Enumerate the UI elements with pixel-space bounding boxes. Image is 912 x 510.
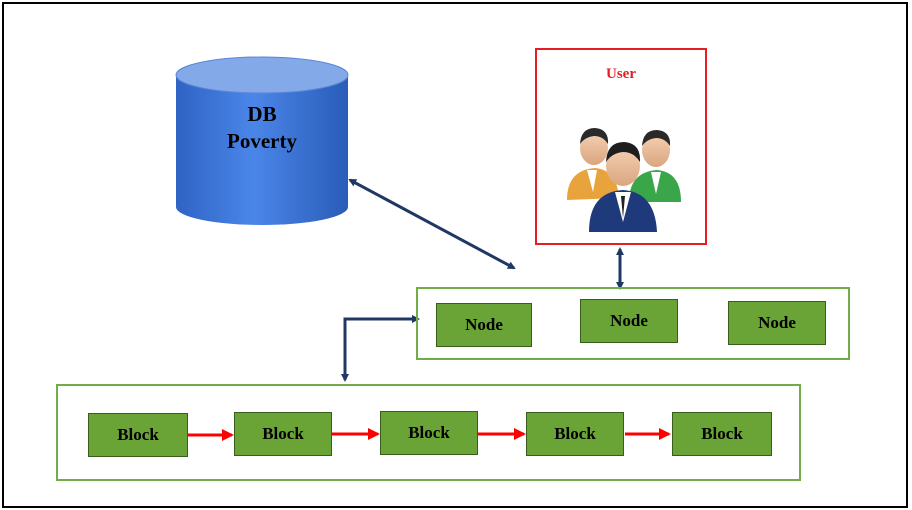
node-label: Node (758, 313, 796, 332)
db-network-connector (348, 178, 516, 270)
node-box-1: Node (436, 303, 532, 347)
block-label: Block (117, 425, 159, 444)
block-label: Block (262, 424, 304, 443)
blockchain-container: Block Block Block Block Block (56, 384, 801, 481)
node-box-3: Node (728, 301, 826, 345)
user-box: User (535, 48, 707, 245)
block-label: Block (408, 423, 450, 442)
block-box-2: Block (234, 412, 332, 456)
users-group-icon (567, 128, 681, 232)
block-box-1: Block (88, 413, 188, 457)
node-label: Node (465, 315, 503, 334)
node-box-2: Node (580, 299, 678, 343)
block-box-4: Block (526, 412, 624, 456)
node-network-container: Node Node Node (416, 287, 850, 360)
database-label: DB Poverty (176, 101, 348, 155)
block-box-5: Block (672, 412, 772, 456)
user-label: User (606, 66, 636, 82)
database-label-line1: DB (247, 102, 277, 126)
node-block-connector (341, 315, 420, 382)
block-label: Block (554, 424, 596, 443)
block-box-3: Block (380, 411, 478, 455)
database-label-line2: Poverty (227, 129, 297, 153)
node-label: Node (610, 311, 648, 330)
block-label: Block (701, 424, 743, 443)
database-cylinder-icon (175, 56, 349, 225)
